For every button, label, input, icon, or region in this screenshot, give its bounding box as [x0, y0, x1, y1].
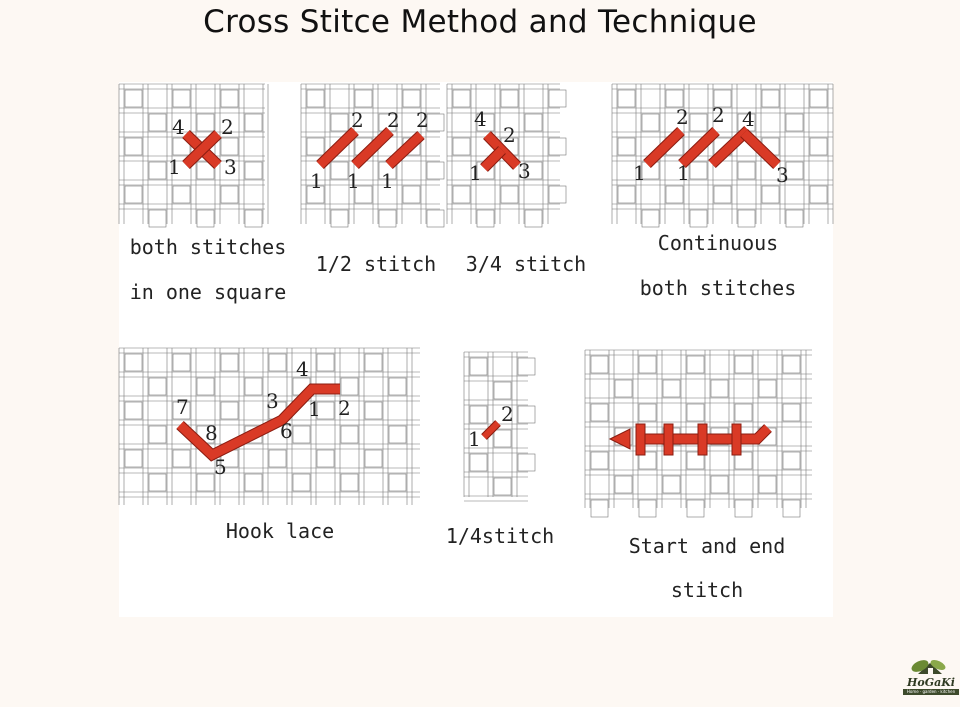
number-label-half-1: 2 — [351, 108, 364, 132]
number-label-half-5: 1 — [347, 169, 360, 193]
stitch-start-end-line-fill — [637, 424, 772, 444]
number-label-continuous-3: 4 — [742, 107, 755, 131]
stitch-quarter-fill — [481, 420, 501, 440]
caption-three-quarter-stitch: 3/4 stitch — [465, 252, 587, 276]
number-label-three_quarter-3: 1 — [469, 161, 482, 185]
caption-both-line1: both stitches — [129, 235, 287, 259]
number-label-continuous-4: 1 — [633, 161, 646, 185]
logo-tagline: Home · garden · kitchen — [903, 689, 959, 695]
number-label-three_quarter-4: 3 — [518, 159, 531, 183]
number-label-three_quarter-2: 2 — [503, 123, 516, 147]
number-label-hook-1: 4 — [296, 357, 309, 381]
stitch-three-quarter-half-fill — [480, 146, 506, 172]
number-label-hook-8: 5 — [214, 455, 227, 479]
number-label-continuous-1: 2 — [676, 105, 689, 129]
stitch-start-end-bar-2 — [663, 423, 674, 456]
page-title: Cross Stitce Method and Technique — [203, 4, 757, 40]
number-label-three_quarter-1: 4 — [474, 107, 487, 131]
number-label-hook-6: 8 — [205, 421, 218, 445]
caption-hook-lace: Hook lace — [225, 519, 335, 543]
logo-wordmark: HoGaKi — [907, 676, 955, 689]
stitch-both-diag-b-fill — [182, 130, 222, 169]
number-label-hook-7: 6 — [280, 419, 293, 443]
grid-continuous — [611, 83, 834, 228]
stitch-start-end-bar-3 — [697, 423, 708, 456]
caption-start-end-line1: Start and end — [628, 534, 786, 558]
arrow-left-icon — [608, 428, 631, 450]
caption-quarter-stitch: 1/4stitch — [445, 524, 555, 548]
number-label-half-4: 1 — [310, 169, 323, 193]
number-label-continuous-2: 2 — [712, 103, 725, 127]
stitch-marks — [176, 126, 781, 462]
number-label-both-2: 2 — [221, 115, 234, 139]
caption-both-line2: in one square — [129, 280, 287, 304]
caption-start-end-line2: stitch — [670, 578, 744, 602]
stitch-start-end-bar-4 — [731, 423, 742, 456]
number-label-hook-4: 2 — [338, 396, 351, 420]
number-label-both-3: 1 — [168, 155, 181, 179]
caption-half-stitch: 1/2 stitch — [315, 252, 437, 276]
caption-continuous-line2: both stitches — [639, 276, 797, 300]
number-label-continuous-6: 3 — [776, 163, 789, 187]
number-label-quarter-1: 2 — [501, 402, 514, 426]
number-label-hook-5: 7 — [176, 395, 189, 419]
number-label-hook-2: 3 — [266, 389, 279, 413]
number-label-half-3: 2 — [416, 108, 429, 132]
stitch-start-end-bar-1 — [635, 423, 646, 456]
stitch-hook-lace-path-fill — [176, 384, 340, 461]
number-label-half-6: 1 — [381, 169, 394, 193]
leaf-house-logo-icon — [911, 660, 946, 674]
number-label-quarter-2: 1 — [468, 427, 481, 451]
stitch-cont-2-fill — [678, 127, 720, 168]
stitch-half-2-fill — [351, 127, 394, 169]
grid-quarter-stitch — [463, 351, 536, 502]
number-label-both-4: 3 — [224, 155, 237, 179]
stitch-cont-4-fill — [740, 129, 781, 169]
number-label-half-2: 2 — [387, 108, 400, 132]
stitch-half-3-fill — [385, 131, 425, 169]
caption-continuous-line1: Continuous — [657, 231, 779, 255]
number-label-hook-3: 1 — [308, 397, 321, 421]
stitch-half-1-fill — [316, 127, 359, 169]
number-label-continuous-5: 1 — [677, 161, 690, 185]
stitch-cont-1-fill — [643, 127, 685, 168]
grid-three-quarter — [446, 83, 567, 228]
number-label-both-1: 4 — [172, 115, 185, 139]
